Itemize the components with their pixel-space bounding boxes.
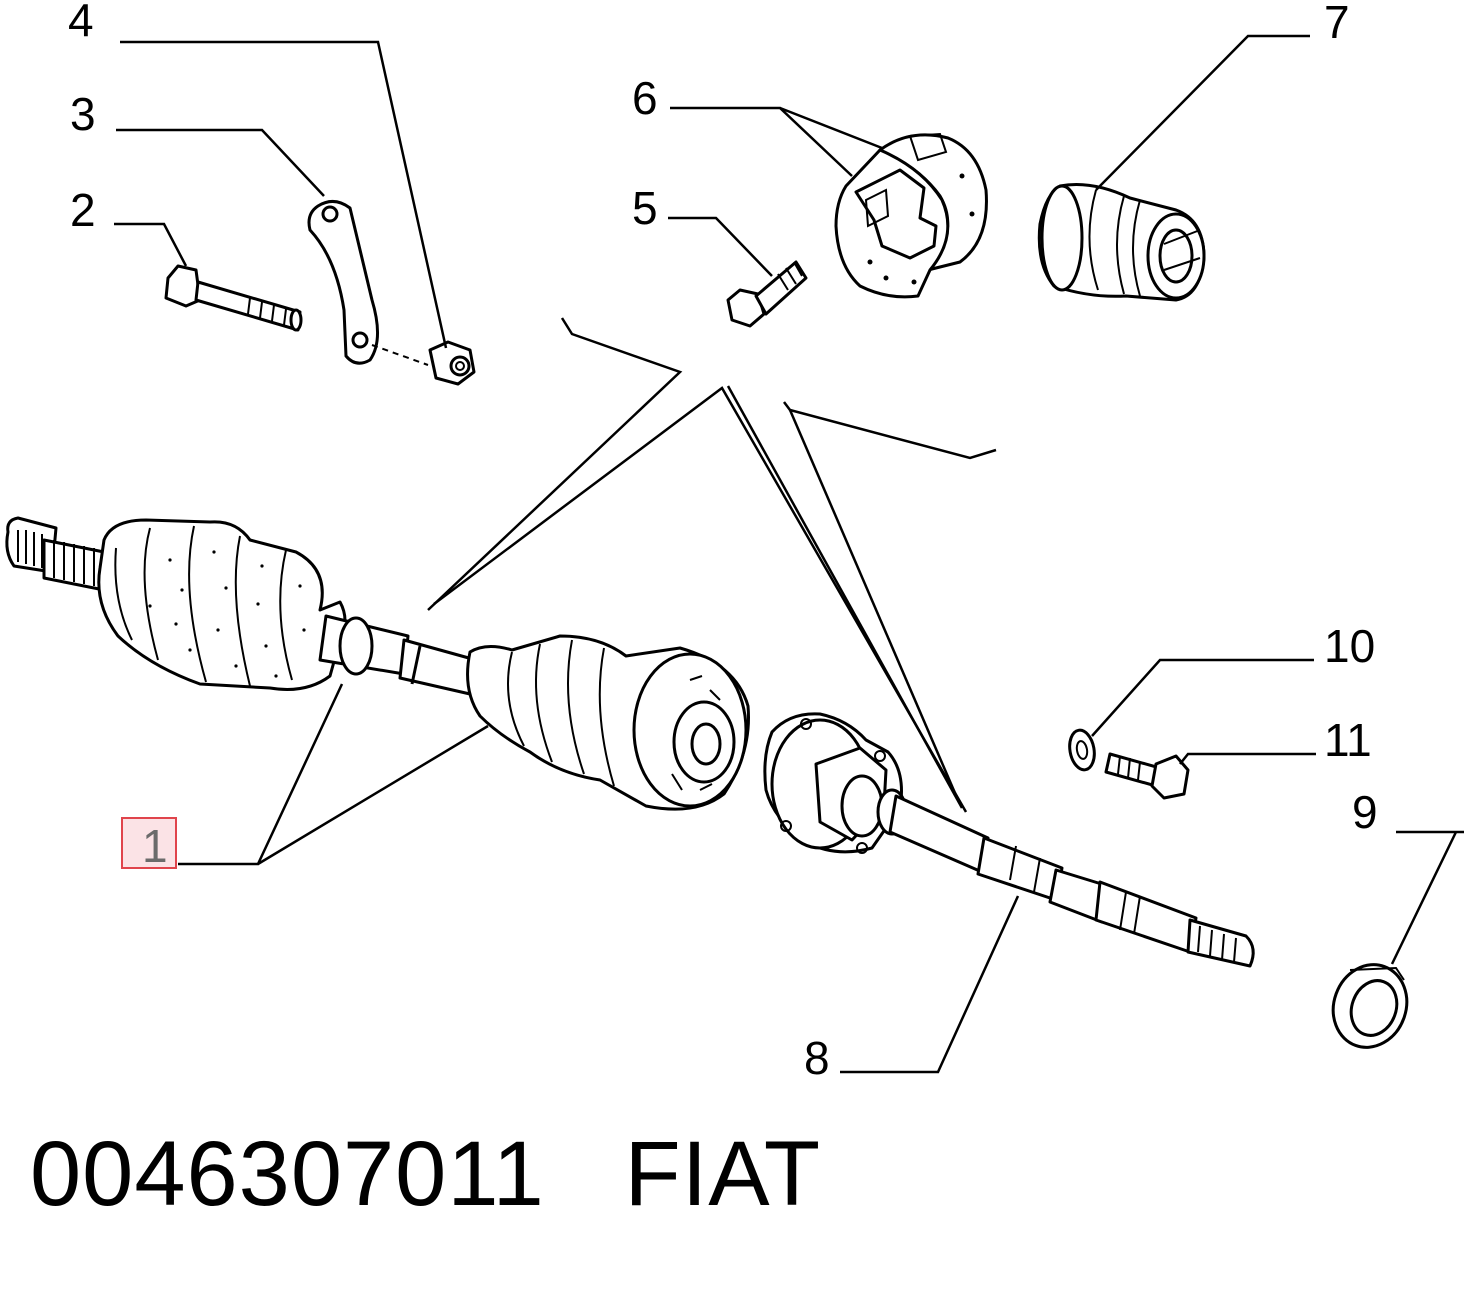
callout-10[interactable]: 10 bbox=[1324, 620, 1375, 672]
part-10-washer[interactable] bbox=[1067, 728, 1098, 772]
callout-1-highlight bbox=[121, 817, 177, 869]
callout-leader-lines bbox=[114, 34, 1464, 1074]
callout-5[interactable]: 5 bbox=[632, 182, 658, 234]
part-3-bracket-plate[interactable] bbox=[307, 200, 429, 366]
callout-4[interactable]: 4 bbox=[68, 0, 94, 46]
callout-11[interactable]: 11 bbox=[1324, 714, 1372, 766]
callout-6[interactable]: 6 bbox=[632, 72, 658, 124]
callout-7[interactable]: 7 bbox=[1324, 0, 1350, 48]
part-number: 0046307011 bbox=[30, 1123, 545, 1225]
part-9-seal-ring[interactable] bbox=[1322, 954, 1418, 1058]
brand-name: FIAT bbox=[624, 1123, 822, 1225]
callout-9[interactable]: 9 bbox=[1352, 786, 1378, 838]
part-7-support-bearing[interactable] bbox=[1037, 183, 1206, 302]
part-11-bolt[interactable] bbox=[1104, 752, 1190, 800]
part-1-driveshaft-assembly[interactable] bbox=[5, 516, 750, 811]
part-8-intermediate-shaft[interactable] bbox=[763, 712, 1255, 968]
callout-8[interactable]: 8 bbox=[804, 1032, 830, 1084]
part-4-nut[interactable] bbox=[428, 340, 476, 386]
callout-2[interactable]: 2 bbox=[70, 184, 96, 236]
callout-labels: 1 2 3 4 5 6 7 8 9 10 11 bbox=[68, 0, 1378, 1084]
callout-3[interactable]: 3 bbox=[70, 88, 96, 140]
explosion-guide-lines bbox=[427, 317, 997, 813]
part-caption: 0046307011 FIAT bbox=[30, 1128, 821, 1220]
part-5-bolt[interactable] bbox=[726, 260, 808, 328]
part-2-bolt[interactable] bbox=[164, 264, 303, 332]
callout-1[interactable]: 1 bbox=[142, 820, 168, 872]
part-6-bearing-bracket[interactable] bbox=[834, 132, 988, 299]
